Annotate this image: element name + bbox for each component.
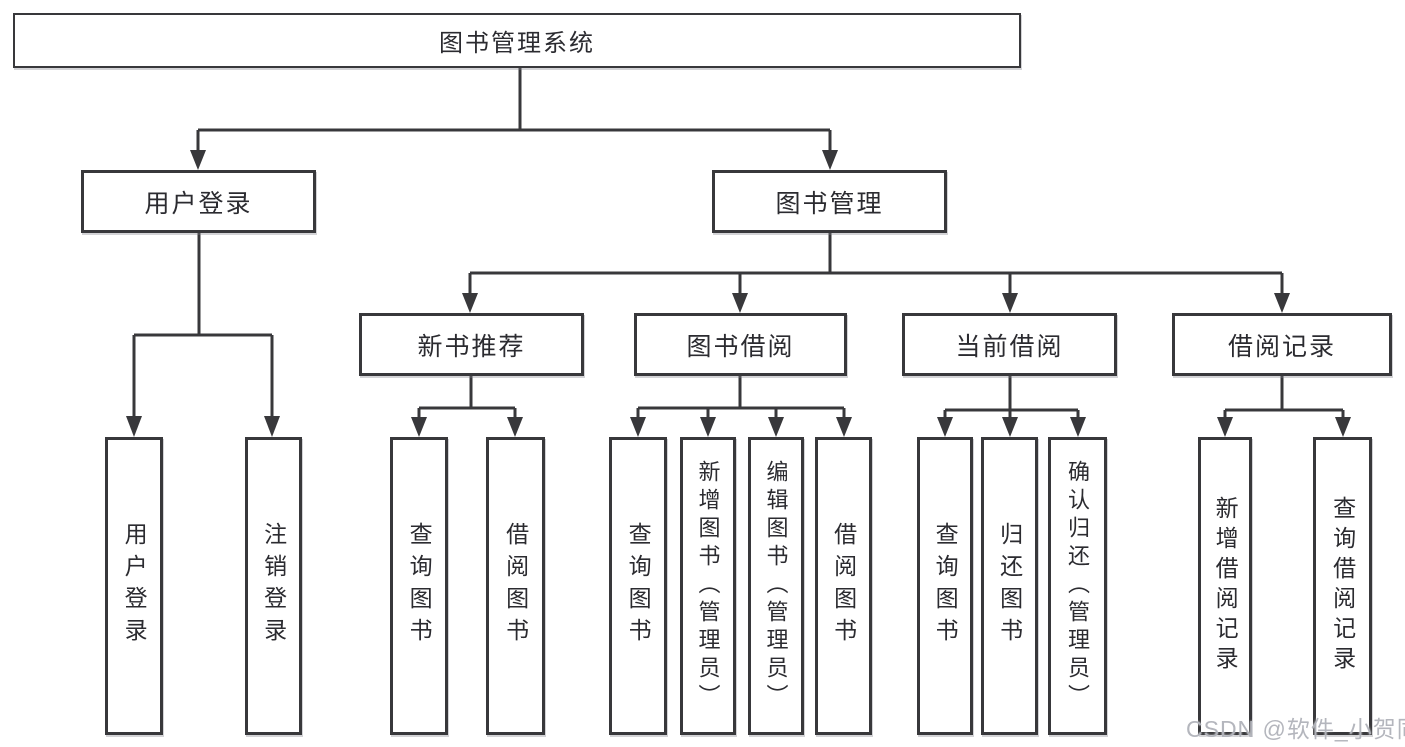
node-leaf-query-books-recommend: 查询图书 <box>390 437 448 735</box>
node-book-management: 图书管理 <box>712 170 947 233</box>
node-leaf-return-books: 归还图书 <box>981 437 1038 735</box>
connector-book-borrow-children <box>630 376 852 437</box>
node-borrow-records: 借阅记录 <box>1172 313 1392 376</box>
node-leaf-query-borrow-record: 查询借阅记录 <box>1313 437 1372 735</box>
node-leaf-user-login: 用户登录 <box>105 437 163 735</box>
node-leaf-borrow-books-recommend: 借阅图书 <box>486 437 545 735</box>
node-leaf-confirm-return-admin: 确认归还（管理员） <box>1048 437 1107 735</box>
node-current-borrow: 当前借阅 <box>902 313 1117 376</box>
connector-book-management-children <box>462 233 1290 313</box>
node-user-login: 用户登录 <box>81 170 316 233</box>
node-leaf-logout: 注销登录 <box>245 437 302 735</box>
node-leaf-borrow-books: 借阅图书 <box>815 437 872 735</box>
node-leaf-add-books-admin: 新增图书（管理员） <box>680 437 736 735</box>
node-new-book-recommend: 新书推荐 <box>359 313 584 376</box>
connector-borrow-records-children <box>1217 376 1351 437</box>
node-library-management-system: 图书管理系统 <box>13 13 1021 68</box>
connector-new-book-recommend-children <box>411 376 523 437</box>
csdn-watermark: CSDN @软件_小贺同学 <box>1186 716 1405 742</box>
node-leaf-edit-books-admin: 编辑图书（管理员） <box>748 437 804 735</box>
node-leaf-query-books-borrow: 查询图书 <box>609 437 667 735</box>
node-leaf-add-borrow-record: 新增借阅记录 <box>1198 437 1252 735</box>
node-leaf-query-books-current: 查询图书 <box>917 437 973 735</box>
connector-user-login-children <box>126 233 280 437</box>
connector-root-to-level2 <box>190 68 838 170</box>
connector-current-borrow-children <box>937 376 1086 437</box>
node-book-borrow: 图书借阅 <box>634 313 847 376</box>
